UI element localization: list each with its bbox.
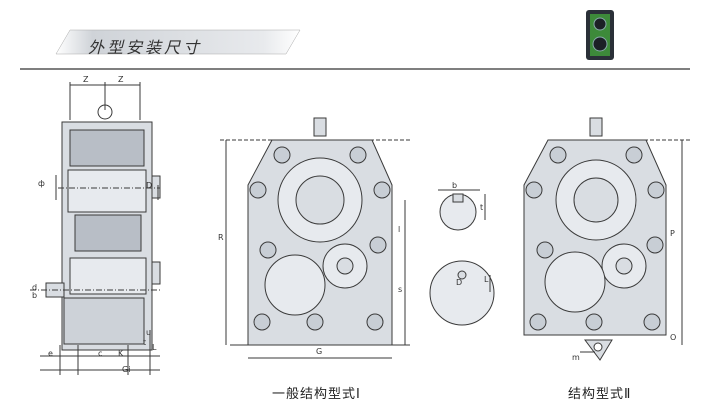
dimension-labels: Z Z ф D d b u L t e c K Gi R l s G b t D… (32, 75, 676, 374)
dim-z-right: Z (118, 75, 124, 84)
dim-D-shaft: D (456, 278, 462, 287)
dim-O: O (670, 333, 676, 342)
page-title: 外型安装尺寸 (88, 38, 203, 57)
caption-type-2: 结构型式Ⅱ (568, 387, 632, 402)
dim-R: R (218, 233, 224, 242)
dim-L-shaft: L (484, 275, 489, 284)
dim-c: c (98, 349, 102, 358)
dim-phi: ф (38, 179, 45, 188)
dim-G: G (316, 347, 322, 356)
dim-P: P (670, 229, 675, 238)
dim-e: e (48, 349, 53, 358)
dim-K: K (118, 349, 124, 358)
dim-u: u (146, 328, 151, 337)
dim-Gi: Gi (122, 365, 130, 374)
dim-t-shaft: t (480, 203, 483, 212)
front-view-type-2 (523, 117, 690, 361)
dim-d: d (32, 283, 37, 292)
side-section-view (30, 82, 161, 375)
shaft-end-details (429, 189, 495, 326)
dim-D-side: D (146, 181, 152, 190)
caption-type-1: 一般结构型式Ⅰ (272, 387, 361, 402)
dim-b-side: b (32, 291, 37, 300)
dim-b-shaft: b (452, 181, 457, 190)
dim-m: m (572, 353, 580, 362)
dim-z-left: Z (83, 75, 89, 84)
dim-L-side: L (152, 343, 157, 352)
front-view-type-1 (220, 117, 410, 359)
dim-t-side: t (143, 338, 146, 347)
dim-s: s (398, 285, 402, 294)
banner-graphic (20, 10, 690, 70)
header-banner: 外型安装尺寸 (0, 0, 710, 75)
dim-l: l (398, 225, 400, 234)
product-thumbnail (586, 10, 614, 60)
